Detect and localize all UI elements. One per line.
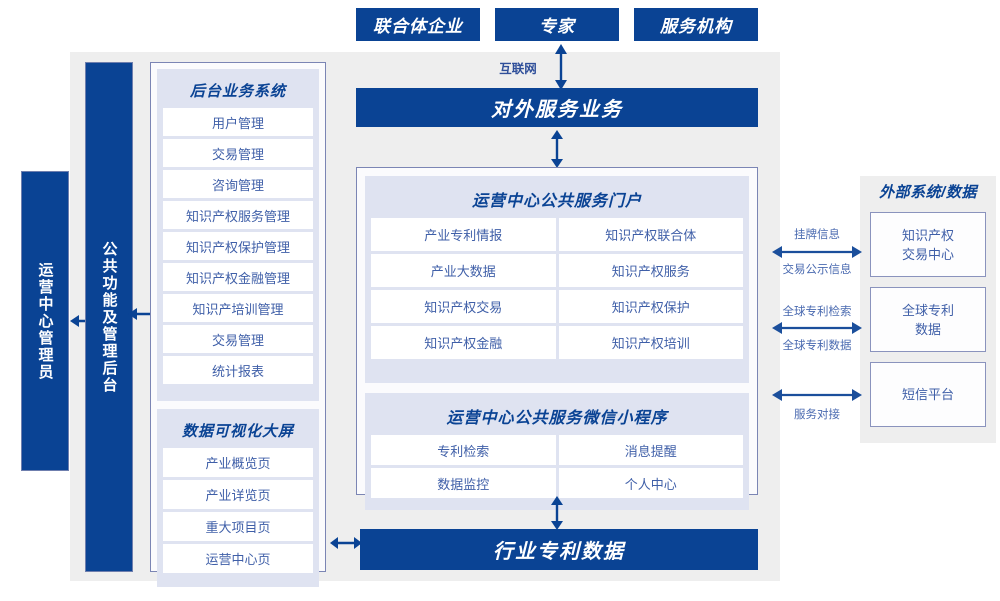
actor-box-service-agency[interactable]: 服务机构 [634,8,758,41]
internet-link-label: 互联网 [499,62,537,76]
external-box-sms-platform[interactable]: 短信平台 [870,362,986,427]
external-link-label-below: 服务对接 [794,409,840,421]
list-item[interactable]: 知识产权保护管理 [163,232,313,260]
actor-label: 联合体企业 [373,17,463,36]
service-to-portal-double-arrow-icon [551,130,563,168]
portal-tile[interactable]: 产业大数据 [371,254,556,287]
portal-to-patentdata-double-arrow-icon [551,496,563,530]
external-box-ip-trading-center[interactable]: 知识产权 交易中心 [870,212,986,277]
data-visualization-list: 产业概览页 产业详览页 重大项目页 运营中心页 [163,448,313,573]
backend-system-list: 用户管理 交易管理 咨询管理 知识产权服务管理 知识产权保护管理 知识产权金融管… [163,108,313,384]
public-service-portal-grid: 产业专利情报 知识产权联合体 产业大数据 知识产权服务 知识产权交易 知识产权保… [371,218,743,359]
backend-and-dataviz-outline: 后台业务系统 用户管理 交易管理 咨询管理 知识产权服务管理 知识产权保护管理 … [150,62,326,587]
rail-common-function-admin-backend[interactable]: 公共功能及管理后台 [85,62,133,572]
actor-box-expert[interactable]: 专家 [495,8,619,41]
public-service-portal-title: 运营中心公共服务门户 [471,193,642,210]
external-link-label-below: 全球专利数据 [782,340,852,352]
actor-label: 专家 [539,17,575,36]
rail-operation-center-admin[interactable]: 运营中心管理员 [21,171,69,471]
list-item[interactable]: 用户管理 [163,108,313,136]
portal-tile[interactable]: 知识产权金融 [371,326,556,359]
portal-tile[interactable]: 产业专利情报 [371,218,556,251]
miniprogram-title: 运营中心公共服务微信小程序 [446,410,668,427]
list-item[interactable]: 咨询管理 [163,170,313,198]
link-global-patent-data-double-arrow-icon [772,322,862,334]
external-link-label-above: 全球专利检索 [782,306,852,318]
list-item[interactable]: 产业详览页 [163,480,313,509]
list-item[interactable]: 产业概览页 [163,448,313,477]
dataviz-to-patentdata-double-arrow-icon [330,537,362,549]
miniprogram-panel: 运营中心公共服务微信小程序 专利检索 消息提醒 数据监控 个人中心 [365,393,749,510]
public-service-portal-panel: 运营中心公共服务门户 产业专利情报 知识产权联合体 产业大数据 知识产权服务 知… [365,176,749,383]
list-item[interactable]: 运营中心页 [163,544,313,573]
external-box-global-patent-data[interactable]: 全球专利 数据 [870,287,986,352]
miniprogram-tile[interactable]: 专利检索 [371,435,556,465]
link-ip-trading-center-double-arrow-icon [772,246,862,258]
list-item[interactable]: 知识产权服务管理 [163,201,313,229]
rail-label: 公共功能及管理后台 [100,240,118,394]
portal-tile[interactable]: 知识产权服务 [558,254,743,287]
data-visualization-title: 数据可视化大屏 [181,423,294,440]
external-service-business-label: 对外服务业务 [491,99,623,121]
miniprogram-tile[interactable]: 消息提醒 [558,435,743,465]
industry-patent-data-bar[interactable]: 行业专利数据 [360,529,758,570]
actor-box-consortium-enterprise[interactable]: 联合体企业 [356,8,480,41]
link-sms-platform-double-arrow-icon [772,389,862,401]
internet-double-arrow-icon [555,44,567,90]
external-systems-title: 外部系统/数据 [879,184,977,201]
miniprogram-tile[interactable]: 数据监控 [371,468,556,498]
portal-tile[interactable]: 知识产权保护 [558,290,743,323]
rail-label: 运营中心管理员 [36,261,54,381]
backend-system-title: 后台业务系统 [189,83,286,100]
list-item[interactable]: 交易管理 [163,325,313,353]
actor-label: 服务机构 [660,17,732,36]
external-link-label-above: 挂牌信息 [794,229,840,241]
list-item[interactable]: 知识产培训管理 [163,294,313,322]
miniprogram-grid: 专利检索 消息提醒 数据监控 个人中心 [371,435,743,498]
list-item[interactable]: 交易管理 [163,139,313,167]
external-link-label-below: 交易公示信息 [782,264,852,276]
list-item[interactable]: 统计报表 [163,356,313,384]
portal-tile[interactable]: 知识产权培训 [558,326,743,359]
portal-tile[interactable]: 知识产权交易 [371,290,556,323]
portal-tile[interactable]: 知识产权联合体 [558,218,743,251]
industry-patent-data-label: 行业专利数据 [493,541,625,563]
list-item[interactable]: 知识产权金融管理 [163,263,313,291]
list-item[interactable]: 重大项目页 [163,512,313,541]
portal-and-miniprogram-outline: 运营中心公共服务门户 产业专利情报 知识产权联合体 产业大数据 知识产权服务 知… [356,167,758,510]
data-visualization-panel: 数据可视化大屏 产业概览页 产业详览页 重大项目页 运营中心页 [157,409,319,587]
miniprogram-tile[interactable]: 个人中心 [558,468,743,498]
external-service-business-bar[interactable]: 对外服务业务 [356,88,758,127]
backend-system-panel: 后台业务系统 用户管理 交易管理 咨询管理 知识产权服务管理 知识产权保护管理 … [157,69,319,401]
